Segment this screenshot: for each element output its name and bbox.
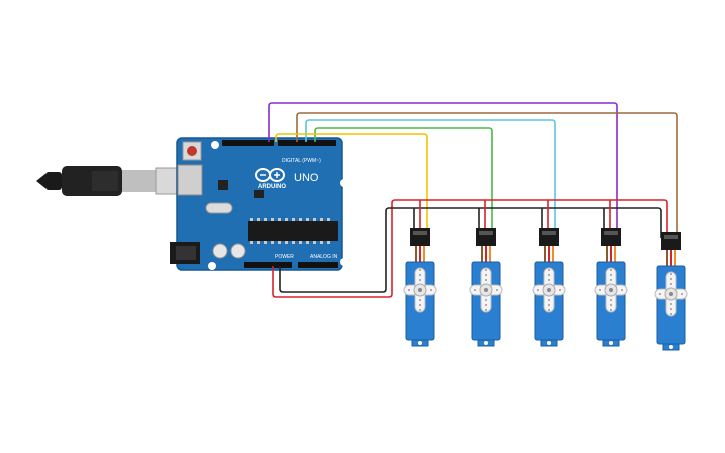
wire-cyan [305,119,556,234]
analog-label: ANALOG IN [310,254,338,260]
reset-button-icon [182,141,202,161]
servo-connector [661,232,681,250]
servo-4 [594,228,628,347]
wire-yellow [275,133,428,234]
servo-connector [410,228,430,246]
servo-connector [476,228,496,246]
wire-red-5v [272,199,668,298]
servo-connector [601,228,621,246]
servo-group [403,228,688,351]
arduino-uno-board: ARDUINO UNO DIGITAL (PWM~) POWER ANALOG … [170,137,348,271]
servo-3 [532,228,566,347]
wire-purple [268,102,618,236]
wire-brown [296,112,678,238]
servo-2 [469,228,503,347]
servo-5 [654,232,688,351]
wire-green [314,127,493,234]
signal-wires [268,102,678,238]
servo-connector [539,228,559,246]
servo-1 [403,228,437,347]
power-wires [272,199,668,298]
board-model: UNO [294,172,319,184]
board-logo-text: ARDUINO [258,184,286,190]
power-label: POWER [275,254,294,260]
wire-black-gnd [279,207,662,293]
arduino-logo-icon [255,168,285,182]
digital-label: DIGITAL (PWM~) [282,158,321,164]
